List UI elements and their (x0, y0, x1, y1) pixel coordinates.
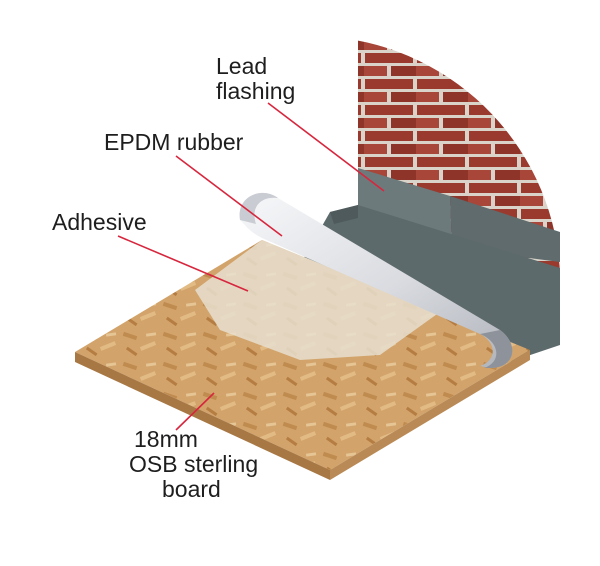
label-adhesive: Adhesive (52, 209, 147, 235)
leader-line-adhesive (117, 235, 249, 292)
leader-lines (117, 102, 385, 431)
label-osb-line2: OSB sterling (129, 451, 258, 477)
adhesive-layer (195, 240, 440, 360)
label-epdm-rubber: EPDM rubber (104, 129, 244, 155)
label-lead-flashing-line2: flashing (216, 78, 295, 104)
leader-line-osb-board (175, 392, 215, 431)
leader-line-lead-flashing (267, 102, 385, 192)
label-osb-line3: board (162, 476, 221, 502)
epdm-rubber-roll (239, 192, 513, 368)
callout-labels: Lead flashing EPDM rubber Adhesive 18mm … (52, 53, 295, 502)
leader-line-epdm-rubber (175, 155, 283, 237)
label-lead-flashing-line1: Lead (216, 53, 267, 79)
label-osb-line1: 18mm (134, 426, 198, 452)
